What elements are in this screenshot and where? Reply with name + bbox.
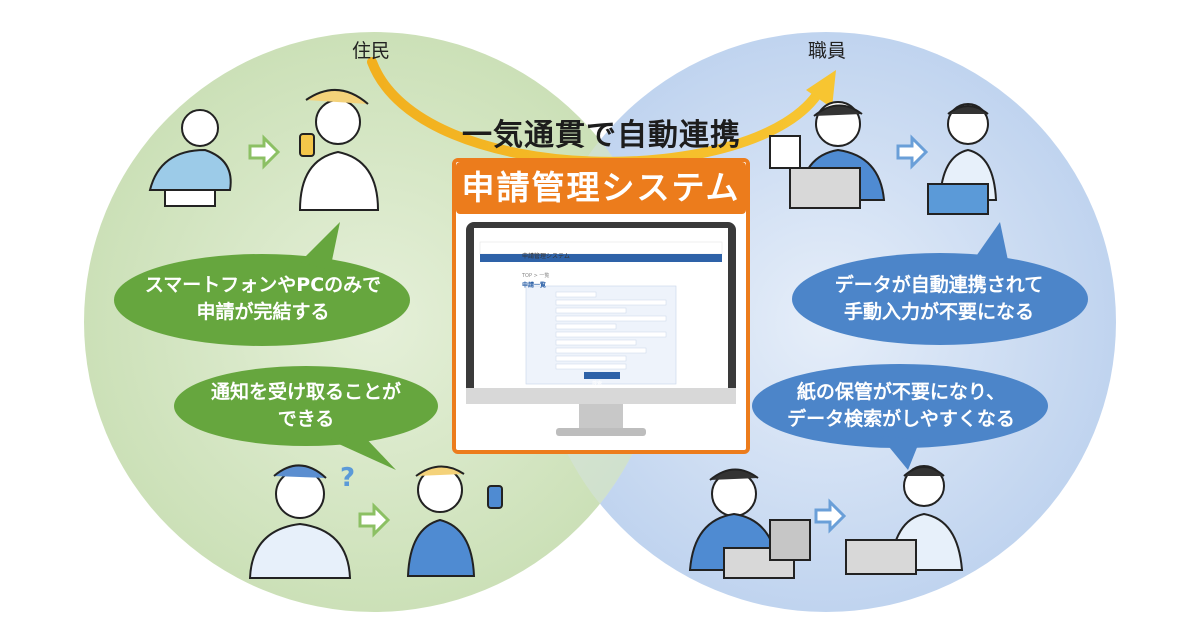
staff-label: 職員 bbox=[808, 40, 847, 62]
monitor-search-button: 検索 bbox=[592, 381, 603, 387]
monitor-list-title: 申請一覧 bbox=[522, 282, 547, 289]
bubble-left-top: スマートフォンやPCのみで 申請が完結する bbox=[144, 274, 382, 323]
system-frame: 申請管理システム 申請管理システム TOP > 一覧 申請一覧 検索 bbox=[452, 158, 750, 454]
resident-label: 住民 bbox=[352, 40, 391, 62]
monitor-breadcrumb: TOP > 一覧 bbox=[522, 273, 550, 279]
bubble-right-bottom: 紙の保管が不要になり、 データ検索がしやすくなる bbox=[787, 381, 1015, 430]
bubble-left-bottom: 通知を受け取ることが できる bbox=[210, 381, 401, 430]
bubble-right-top: データが自動連携されて 手動入力が不要になる bbox=[834, 274, 1044, 323]
monitor-illustration bbox=[466, 222, 736, 436]
monitor-app-name: 申請管理システム bbox=[522, 253, 570, 260]
flow-arrowhead-icon bbox=[806, 70, 836, 108]
headline: 一気通貫で自動連携 bbox=[462, 118, 741, 153]
system-title: 申請管理システム bbox=[456, 162, 746, 214]
